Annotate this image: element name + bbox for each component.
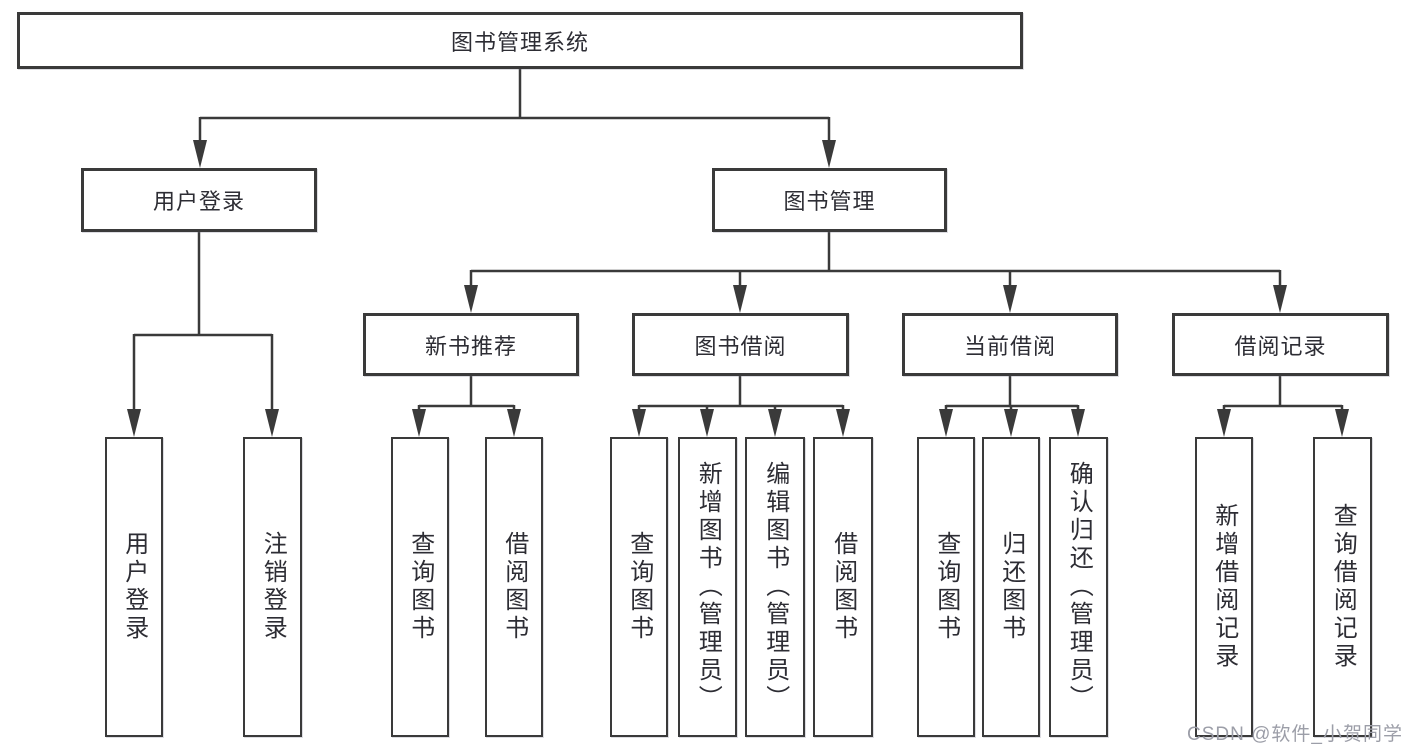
node-borrowing-records: 借阅记录 xyxy=(1172,313,1389,376)
node-add-borrow-record: 新增借阅记录 xyxy=(1195,437,1253,737)
node-confirm-return-admin: 确认归还（管理员） xyxy=(1049,437,1108,737)
node-query-books-current: 查询图书 xyxy=(917,437,975,737)
node-borrow-books-recommend: 借阅图书 xyxy=(485,437,543,737)
node-user-login-group: 用户登录 xyxy=(81,168,317,232)
node-add-books-admin: 新增图书（管理员） xyxy=(678,437,737,737)
node-query-books-borrowing: 查询图书 xyxy=(610,437,668,737)
node-current-borrowing: 当前借阅 xyxy=(902,313,1118,376)
node-logout: 注销登录 xyxy=(243,437,302,737)
node-return-books: 归还图书 xyxy=(982,437,1040,737)
csdn-watermark: CSDN @软件_小贺同学 xyxy=(1187,724,1403,745)
node-book-borrowing: 图书借阅 xyxy=(632,313,849,376)
node-new-book-recommendation: 新书推荐 xyxy=(363,313,579,376)
node-borrow-books: 借阅图书 xyxy=(813,437,873,737)
node-edit-books-admin: 编辑图书（管理员） xyxy=(745,437,805,737)
node-query-borrow-record: 查询借阅记录 xyxy=(1313,437,1372,737)
node-query-books-recommend: 查询图书 xyxy=(391,437,449,737)
node-library-management-system: 图书管理系统 xyxy=(17,12,1023,69)
node-user-login: 用户登录 xyxy=(105,437,163,737)
node-book-management: 图书管理 xyxy=(712,168,947,232)
